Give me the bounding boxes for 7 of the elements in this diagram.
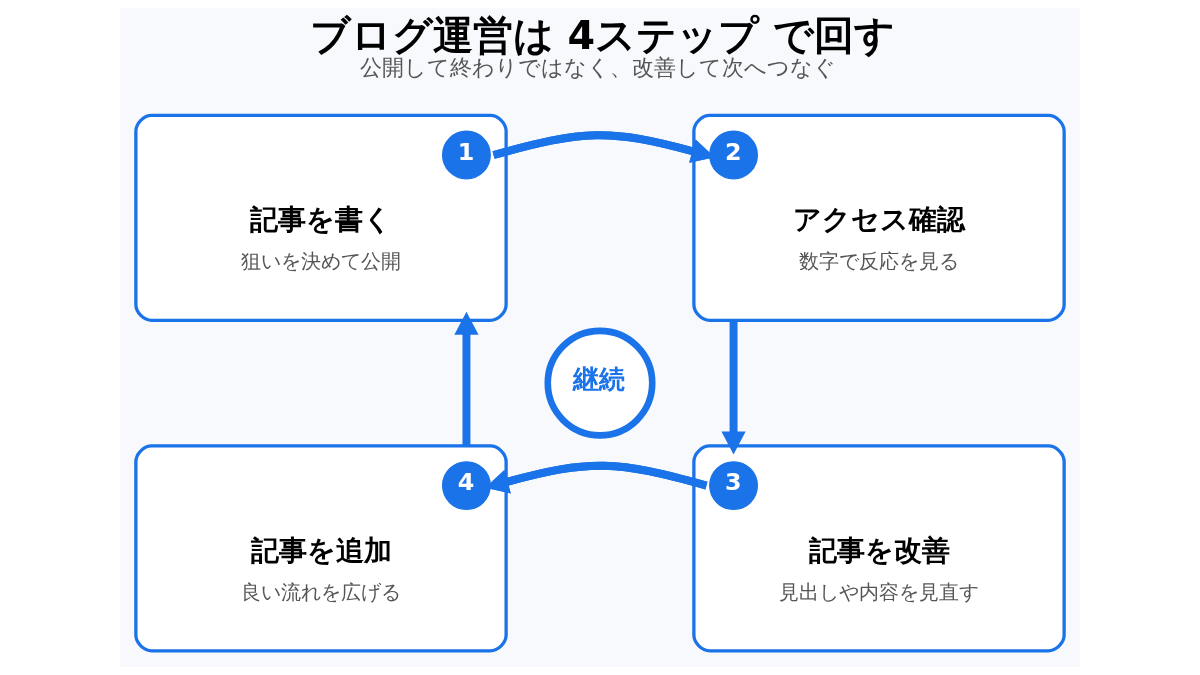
node-circle: 2	[709, 130, 758, 180]
node-circle: 4	[441, 461, 491, 511]
arrow	[454, 311, 479, 446]
arrow	[721, 320, 746, 455]
node-circle: 3	[709, 461, 758, 511]
node-circle: 1	[441, 130, 491, 180]
node-circle: 継続	[544, 327, 656, 439]
